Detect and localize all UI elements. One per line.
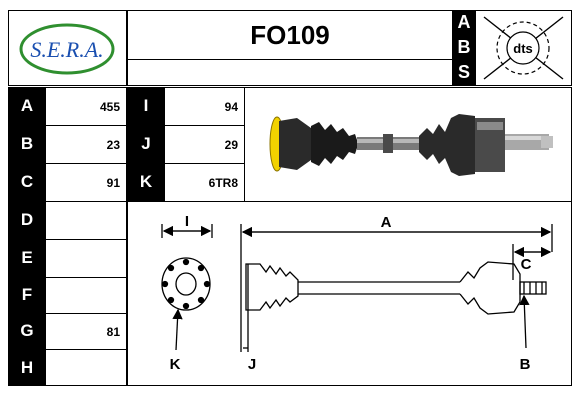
spec-value-j: 29	[164, 125, 245, 164]
spec-label-g: G	[8, 313, 46, 349]
abs-letter-s: S	[457, 62, 470, 82]
dim-label-a: A	[381, 214, 392, 231]
dim-label-i: I	[185, 213, 189, 230]
part-number: FO109	[250, 19, 330, 50]
spec-label-c: C	[8, 163, 46, 201]
product-photo-cell	[244, 87, 572, 202]
spec-label-d: D	[8, 201, 46, 239]
spec-value-d	[45, 201, 127, 240]
spec-value-c: 91	[45, 163, 127, 202]
dim-label-c: C	[521, 256, 532, 273]
abs-letter-a: A	[457, 12, 471, 32]
logo-cell: S.E.R.A.	[8, 10, 127, 86]
abs-strip: A B S	[453, 10, 475, 86]
dim-label-b: B	[520, 356, 531, 373]
title-subrow	[127, 59, 453, 86]
spec-value-b: 23	[45, 125, 127, 164]
part-number-cell: FO109	[127, 10, 453, 60]
dimension-diagram: I A C K J B	[161, 213, 553, 373]
spec-value-k: 6TR8	[164, 163, 245, 202]
dimension-diagram-cell: I A C K J B	[127, 201, 572, 386]
spec-label-b: B	[8, 125, 46, 163]
spec-label-e: E	[8, 239, 46, 277]
logo-text: S.E.R.A.	[30, 37, 103, 62]
spec-value-e	[45, 239, 127, 278]
sera-logo: S.E.R.A.	[19, 23, 115, 75]
spec-value-i: 94	[164, 87, 245, 126]
spec-value-g: 81	[45, 313, 127, 350]
spec-label-j: J	[127, 125, 165, 163]
abs-letter-b: B	[457, 37, 471, 57]
spec-label-f: F	[8, 277, 46, 313]
dim-label-j: J	[248, 356, 256, 373]
dts-badge-cell: dts	[475, 10, 572, 86]
dts-gear-icon: dts	[483, 16, 564, 80]
logo-ellipse	[19, 23, 115, 75]
spec-value-a: 455	[45, 87, 127, 126]
spec-value-f	[45, 277, 127, 314]
drive-shaft-photo	[269, 114, 553, 176]
spec-label-a: A	[8, 87, 46, 125]
dts-badge-text: dts	[513, 41, 533, 56]
spec-label-h: H	[8, 349, 46, 386]
spec-label-i: I	[127, 87, 165, 125]
spec-value-h	[45, 349, 127, 386]
dim-label-k: K	[170, 356, 181, 373]
spec-label-k: K	[127, 163, 165, 201]
